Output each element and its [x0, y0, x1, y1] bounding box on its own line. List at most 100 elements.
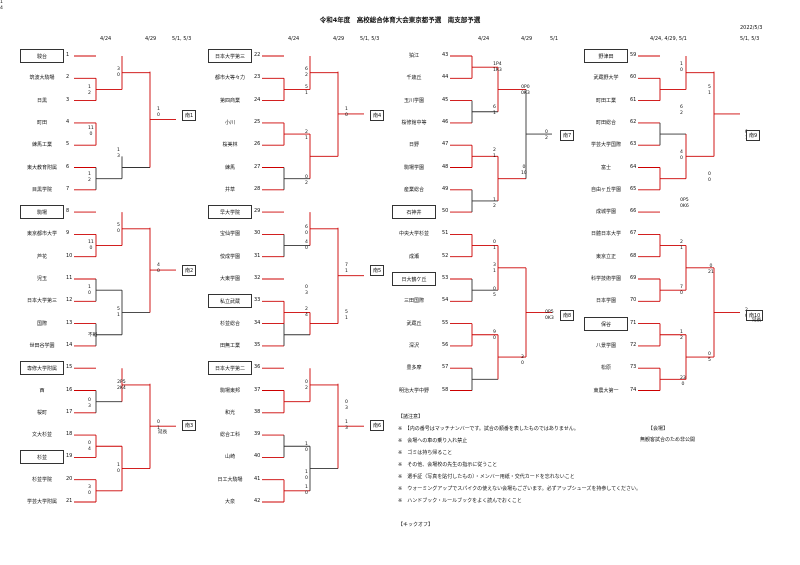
team-name: 武蔵野大学: [593, 75, 619, 82]
match-number: 36: [254, 364, 261, 371]
team-name: 筑波大駒場: [29, 75, 55, 82]
team-name: 八景学園: [595, 342, 616, 349]
team-seed-box: 専修大学附属: [20, 361, 64, 376]
match-number: 31: [254, 252, 261, 259]
match-number: 30: [254, 230, 261, 237]
round-date-header: 4/24: [288, 36, 300, 42]
match-score: 0 1: [157, 420, 160, 431]
match-number: 56: [442, 341, 449, 348]
match-score: 1 0: [305, 485, 308, 496]
match-number: 27: [254, 163, 261, 170]
match-score: 0 5: [708, 352, 711, 363]
team-seed-box: 保谷: [584, 316, 628, 331]
team-name: 桜修館中等: [401, 119, 427, 126]
team-name: 東大教育附属: [26, 164, 57, 171]
match-number: 22: [254, 52, 261, 58]
team-name: 都市大等々力: [214, 75, 245, 82]
match-number: 73: [630, 364, 637, 371]
team-name: 中央大学杉並: [398, 231, 429, 238]
round-date-header: 4/29: [333, 36, 345, 42]
match-score: 23 0: [680, 376, 686, 387]
match-number: 18: [66, 431, 73, 438]
note-item: ※ ハンドブック・ルールブックをよく読んでおくこと: [398, 498, 522, 504]
match-score: 1 0: [157, 107, 160, 118]
match-number: 51: [442, 230, 449, 237]
match-number: 68: [630, 252, 637, 259]
team-name: 学芸大学国際: [590, 142, 621, 149]
match-number: 71: [630, 319, 637, 326]
match-number: 65: [630, 185, 637, 192]
venue-title: 【会場】: [648, 426, 669, 432]
team-name: 産業総合: [403, 186, 424, 193]
team-name: 玉川学園: [403, 97, 424, 104]
team-seed-box: 杉並: [20, 450, 64, 465]
match-score: 1 0: [117, 463, 120, 474]
team-name: 日本大学第三: [26, 298, 57, 305]
match-number: 23: [254, 74, 261, 81]
match-score: 3 0: [88, 485, 91, 496]
match-number: 7: [66, 185, 70, 192]
match-number: 12: [66, 297, 73, 304]
team-name: 深沢: [408, 342, 419, 349]
note-item: ※ 【内の番号はマッチナンバーです。試合の順番を表したものではありません。: [398, 426, 579, 432]
match-score: 2 1: [680, 240, 683, 251]
match-score: 1 2: [680, 330, 683, 341]
match-number: 25: [254, 118, 261, 125]
team-name: 芦花: [36, 253, 47, 260]
match-number: 6: [66, 163, 70, 170]
match-score: 0 3: [88, 398, 91, 409]
issue-date: 2022/5/3: [740, 25, 763, 31]
match-number: 20: [66, 475, 73, 482]
match-number: 37: [254, 386, 261, 393]
court-label: 南7: [560, 130, 575, 141]
match-number: 58: [442, 386, 449, 393]
team-name: 第四商業: [219, 97, 240, 104]
team-name: 桜町: [36, 409, 47, 416]
match-score: 1 0: [305, 470, 308, 481]
match-score: 7 1: [345, 263, 348, 274]
team-name: 総合工科: [219, 432, 240, 439]
team-name: 井草: [224, 186, 235, 193]
match-score: 0 2: [305, 175, 308, 186]
match-number: 5: [66, 141, 70, 148]
round-date-header: 4/24, 4/29, 5/1: [650, 36, 687, 42]
match-number: 70: [630, 297, 637, 304]
team-name: 武蔵丘: [406, 320, 422, 327]
team-name: 東農大第一: [593, 387, 619, 394]
team-name: 自由ヶ丘学園: [590, 186, 621, 193]
match-score: 6 0: [305, 225, 308, 236]
match-number: 47: [442, 141, 449, 148]
match-number: 26: [254, 141, 261, 148]
match-score: 2 4: [305, 307, 308, 318]
team-name: 和光: [224, 409, 235, 416]
team-name: 松原: [600, 365, 611, 372]
team-name: 三田国際: [403, 298, 424, 305]
match-number: 24: [254, 96, 261, 103]
match-score: 0 3: [345, 400, 348, 411]
team-seed-box: 日本大学第二: [208, 361, 252, 376]
match-score: 1 0: [345, 107, 348, 118]
match-score: 1 2: [88, 85, 91, 96]
team-name: 杉並総合: [219, 320, 240, 327]
note-item: ※ 会場への車の乗り入れ禁止: [398, 438, 468, 444]
team-name: 千歳丘: [406, 75, 422, 82]
match-number: 46: [442, 118, 449, 125]
round-date-header: 5/1, 5/3: [740, 36, 760, 42]
match-number: 66: [630, 208, 637, 215]
match-number: 2: [66, 74, 70, 81]
match-score: 0 21: [708, 264, 714, 275]
match-number: 62: [630, 118, 637, 125]
match-number: 48: [442, 163, 449, 170]
match-score: 1 2: [88, 172, 91, 183]
match-score: 0 10: [521, 165, 527, 176]
match-number: 60: [630, 74, 637, 81]
round-date-header: 5/1, 5/3: [360, 36, 380, 42]
team-name: 日野: [408, 142, 419, 149]
match-score: 0 0: [708, 172, 711, 183]
match-score: 2P5 2K4: [117, 380, 126, 391]
team-name: 宝仙学園: [219, 231, 240, 238]
match-score: 1 3: [117, 148, 120, 159]
match-number: 10: [66, 252, 73, 259]
match-number: 44: [442, 74, 449, 81]
